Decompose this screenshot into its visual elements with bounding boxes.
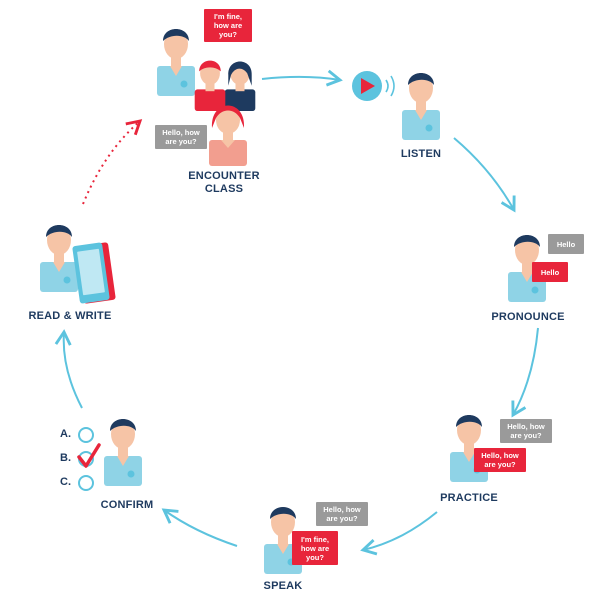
speech-bubble-speak-gray: Hello, how are you? <box>316 502 368 526</box>
arrow-practice-to-speak <box>360 511 438 556</box>
sound-waves-icon <box>385 75 395 97</box>
arrow-confirm-to-readwrite <box>54 329 83 409</box>
arrow-listen-to-pronounce <box>453 137 516 213</box>
option-letter-a: A. <box>60 428 71 440</box>
step-label-confirm: CONFIRM <box>100 499 154 511</box>
speech-bubble-pronounce-red: Hello <box>532 262 568 282</box>
step-label-read-write: READ & WRITE <box>28 310 112 322</box>
arrow-encounter-to-listen <box>261 69 343 87</box>
option-letter-c: C. <box>60 476 71 488</box>
step-label-practice: PRACTICE <box>440 492 498 504</box>
speech-bubble-speak-red: I'm fine, how are you? <box>292 531 338 565</box>
step-label-encounter-class: ENCOUNTER CLASS <box>188 170 260 195</box>
encounter-class-figure <box>157 29 256 166</box>
step-label-speak: SPEAK <box>263 580 303 592</box>
radio-option-a <box>78 427 94 443</box>
speech-bubble-practice-gray: Hello, how are you? <box>500 419 552 443</box>
confirm-figure <box>104 419 142 486</box>
speech-bubble-encounter-question: Hello, how are you? <box>155 125 207 149</box>
step-label-pronounce: PRONOUNCE <box>491 311 565 323</box>
checkmark-icon <box>77 443 101 468</box>
read-write-figure <box>40 225 78 292</box>
play-icon <box>352 71 382 101</box>
arrow-speak-to-confirm <box>161 508 238 547</box>
option-letter-b: B. <box>60 452 71 464</box>
radio-option-c <box>78 475 94 491</box>
speech-bubble-encounter-reply: I'm fine, how are you? <box>204 9 252 42</box>
listen-figure <box>402 73 440 140</box>
step-label-listen: LISTEN <box>400 148 442 160</box>
arrow-pronounce-to-practice <box>511 327 539 418</box>
tablet-icon <box>72 242 116 304</box>
speech-bubble-pronounce-gray: Hello <box>548 234 584 254</box>
speech-bubble-practice-red: Hello, how are you? <box>474 448 526 472</box>
arrow-readwrite-to-encounter <box>82 119 143 205</box>
